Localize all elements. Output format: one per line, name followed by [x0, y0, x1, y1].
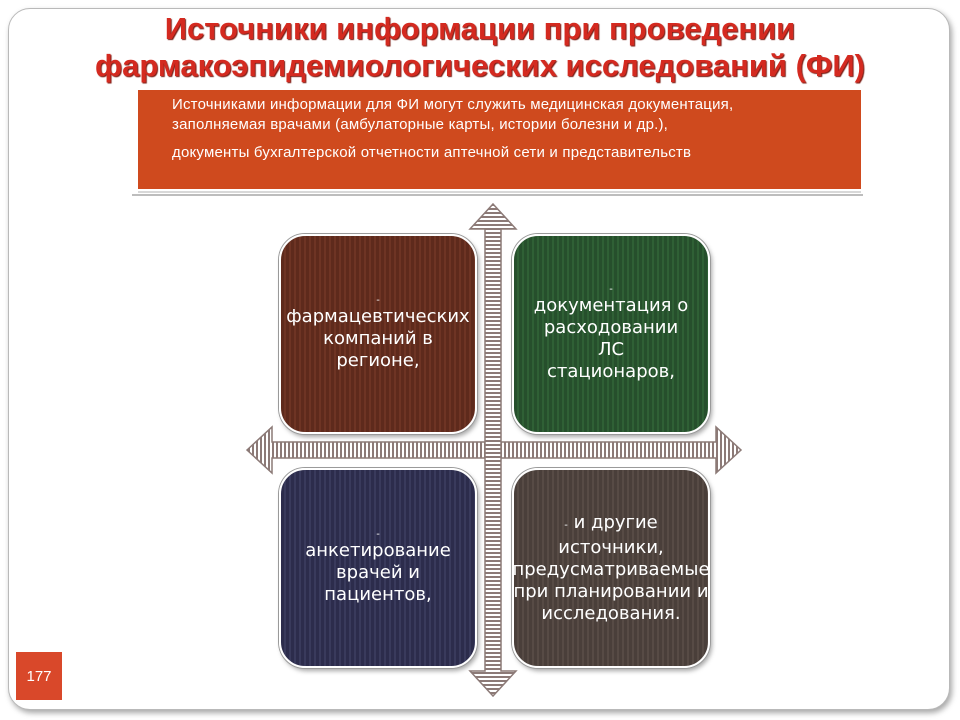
quadrant-dash: - [376, 529, 380, 540]
quadrant-bottom-left: - анкетирование врачей и пациентов, [279, 468, 477, 668]
info-line-1: Источниками информации для ФИ могут служ… [172, 96, 734, 113]
quadrant-top-right: - документация о расходовании ЛС стацион… [512, 234, 710, 434]
quadrant-text: документация о расходовании ЛС стационар… [533, 295, 689, 382]
quadrant-text: анкетирование врачей и пациентов, [305, 540, 451, 605]
info-line-3: документы бухгалтерской отчетности аптеч… [172, 144, 692, 161]
info-box [138, 90, 861, 189]
quadrant-text-body: и другие источники, предусматриваемые пр… [512, 511, 710, 624]
quadrant-top-left: - фармацевтических компаний в регионе, [279, 234, 477, 434]
slide-title-line1: Источники информации при проведении [164, 11, 796, 46]
info-box-underline [132, 194, 863, 196]
info-text-paragraph1: Источниками информации для ФИ могут служ… [172, 95, 852, 135]
slide-title-line2: фармакоэпидемиологических исследований (… [95, 48, 865, 83]
vertical-axis-arrow [468, 202, 518, 698]
quadrant-dash: - [609, 284, 613, 295]
quadrant-bottom-right: - и другие источники, предусматриваемые … [512, 468, 710, 668]
quadrant-text: - и другие источники, предусматриваемые … [512, 512, 709, 625]
quadrant-text: фармацевтических компаний в регионе, [286, 306, 470, 371]
info-line-2: заполняемая врачами (амбулаторные карты,… [172, 116, 669, 133]
quadrant-dash: - [376, 295, 380, 306]
quadrant-dash: - [564, 519, 568, 531]
page-number-badge: 177 [16, 652, 62, 700]
